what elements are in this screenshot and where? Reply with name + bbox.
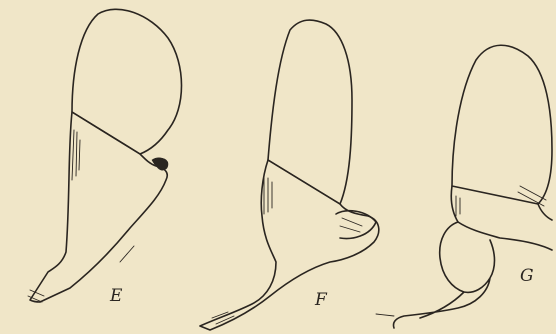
figure-e-label: E (110, 288, 122, 305)
figure-g-hatching (376, 186, 546, 316)
figure-f-drawing (200, 20, 379, 330)
figure-e-drawing (28, 9, 182, 302)
figure-f-upper-segment (268, 20, 352, 204)
figure-f-socket (336, 211, 376, 239)
figure-g-label: G (520, 268, 534, 285)
figure-e-lower-segment (30, 112, 167, 302)
figure-f-lower-segment (200, 160, 379, 330)
figure-f-label: F (315, 292, 327, 309)
figure-e-upper-segment (72, 9, 182, 154)
figure-f-hatching (212, 176, 362, 324)
figure-g-upper-segment (452, 45, 552, 204)
figure-g-lower-segment (393, 222, 494, 328)
figure-e-hatching (28, 130, 134, 302)
figure-e-socket (152, 158, 168, 170)
